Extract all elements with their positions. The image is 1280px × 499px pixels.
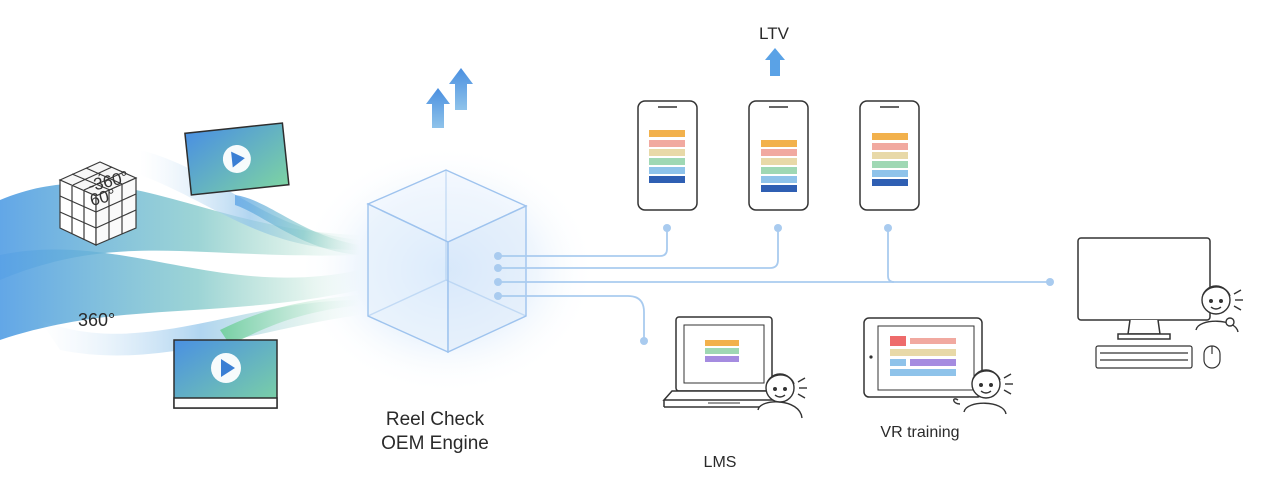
connector-lines [498,228,1050,340]
video-card-icon [184,122,290,196]
engine-label: Reel Check OEM Engine [360,408,510,456]
play-icon [231,151,245,168]
video-card-icon [173,339,278,409]
connector-dots [494,224,1054,345]
tablet-icon [863,317,983,398]
lms-label: LMS [703,454,737,471]
up-arrow-icon [426,68,473,128]
input-360-label: 360° [78,310,116,330]
ltv-label: LTV [759,24,789,43]
keyboard-icon [1095,345,1193,369]
play-icon [221,359,235,377]
person-icon [953,369,1013,415]
mouse-icon [1203,345,1221,369]
smartphone-icon [748,100,809,211]
up-arrow-icon [765,48,785,76]
vr-training-label: VR training [880,424,960,441]
person-icon [1195,285,1243,333]
engine-label-line1: Reel Check [385,409,485,430]
person-icon [757,373,807,419]
cube-360-icon [58,161,138,246]
smartphone-icon [859,100,920,211]
engine-label-line2: OEM Engine [381,433,489,454]
smartphone-icon [637,100,698,211]
desktop-monitor-icon [1077,237,1211,340]
engine-cube-icon [366,169,528,354]
laptop-icon [662,316,786,408]
